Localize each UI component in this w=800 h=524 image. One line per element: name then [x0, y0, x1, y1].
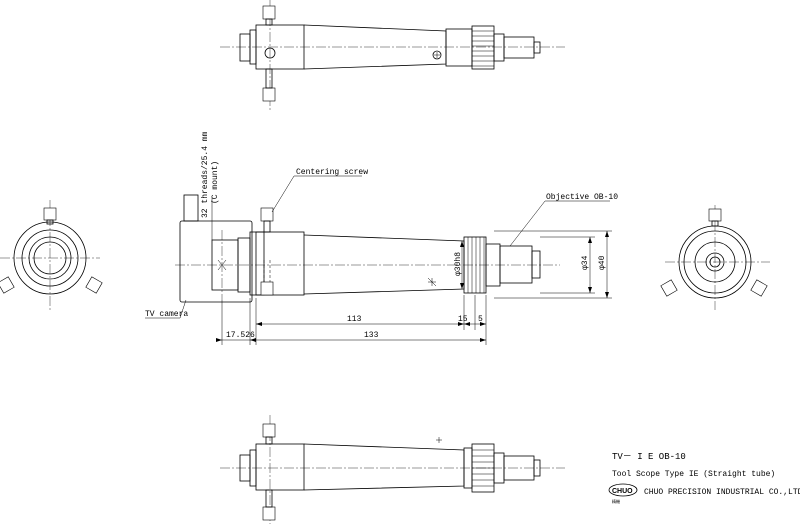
- model-description: Tool Scope Type IE (Straight tube): [612, 470, 775, 479]
- side-view: [175, 194, 560, 303]
- dim-17-526: 17.526: [226, 331, 255, 340]
- company-name: CHUO PRECISION INDUSTRIAL CO.,LTD.: [644, 488, 800, 497]
- logo-text: CHUO: [612, 488, 633, 495]
- left-end-view: [0, 200, 103, 310]
- tv-camera-label: TV camera: [145, 310, 188, 319]
- c-mount-thread-label: 32 threads/25.4 mm: [201, 131, 210, 218]
- centering-screw-label: Centering screw: [296, 168, 368, 177]
- objective-label: Objective OB-10: [546, 193, 618, 202]
- title-block: TV－ I E OB-10 Tool Scope Type IE (Straig…: [608, 452, 800, 504]
- logo-sub: 精機: [612, 498, 620, 504]
- dim-15: 15: [458, 315, 468, 324]
- right-end-view: [660, 205, 770, 310]
- dimension-lines: [145, 175, 612, 345]
- dim-133: 133: [364, 331, 379, 340]
- dim-dia40: φ40: [598, 255, 607, 270]
- dim-5: 5: [478, 315, 483, 324]
- dim-113: 113: [347, 315, 362, 324]
- model-title: TV－ I E OB-10: [612, 452, 686, 462]
- top-view: [220, 0, 565, 110]
- bottom-view: [220, 415, 565, 524]
- dim-dia30h8: φ30h8: [454, 252, 463, 276]
- company-logo: CHUO 精機: [608, 483, 638, 504]
- c-mount-label: (C mount): [211, 161, 220, 204]
- dim-dia34: φ34: [581, 255, 590, 270]
